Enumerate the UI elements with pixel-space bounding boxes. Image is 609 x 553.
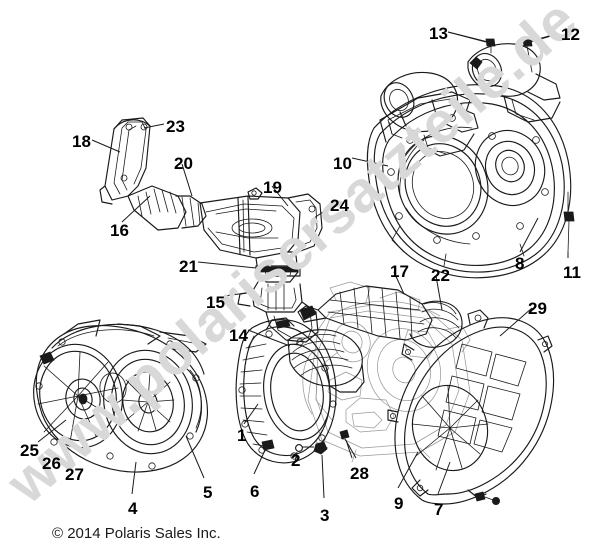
callout-2: 2 <box>291 451 301 470</box>
callout-8: 8 <box>515 254 525 273</box>
callout-16: 16 <box>110 221 129 240</box>
callout-11: 11 <box>563 263 581 282</box>
callout-24: 24 <box>330 196 349 215</box>
callout-9: 9 <box>394 494 404 513</box>
callout-21: 21 <box>179 257 198 276</box>
callout-10: 10 <box>333 154 352 173</box>
callout-1: 1 <box>237 426 247 445</box>
callout-18: 18 <box>72 132 91 151</box>
callout-3: 3 <box>320 506 330 525</box>
fastener-13 <box>447 31 496 54</box>
callout-26: 26 <box>42 454 61 473</box>
callout-25: 25 <box>20 441 39 460</box>
callout-7: 7 <box>434 500 444 519</box>
callout-12: 12 <box>561 25 580 44</box>
callout-28: 28 <box>350 464 369 483</box>
callout-17: 17 <box>390 262 409 281</box>
intake-duct-assembly <box>99 117 323 343</box>
drive-clutch-assembly <box>33 319 209 473</box>
exhaust-duct-hose <box>297 285 463 348</box>
clutch-outer-cover <box>366 84 572 279</box>
callout-15: 15 <box>206 293 225 312</box>
cover-screw <box>563 191 575 258</box>
copyright-notice: © 2014 Polaris Sales Inc. <box>52 525 221 542</box>
fastener-12 <box>522 33 557 73</box>
engine-case-ghost <box>302 281 471 463</box>
intake-boot-assembly <box>287 329 365 393</box>
callout-19: 19 <box>263 178 282 197</box>
callout-22: 22 <box>431 266 450 285</box>
callout-27: 27 <box>65 465 84 484</box>
callout-6: 6 <box>250 482 260 501</box>
clutch-inner-cover <box>235 317 337 464</box>
callout-13: 13 <box>429 24 448 43</box>
callout-leader-lines <box>37 31 569 495</box>
callout-29: 29 <box>528 299 547 318</box>
callout-20: 20 <box>174 154 193 173</box>
callout-5: 5 <box>203 483 213 502</box>
air-scoop-housing-left <box>380 71 479 157</box>
callout-14: 14 <box>229 326 248 345</box>
callout-4: 4 <box>128 499 138 518</box>
callout-23: 23 <box>166 117 185 136</box>
fastener-group-bottom <box>253 429 357 499</box>
outer-clutch-shield <box>387 309 555 505</box>
air-scoop-housing-right <box>467 43 561 123</box>
